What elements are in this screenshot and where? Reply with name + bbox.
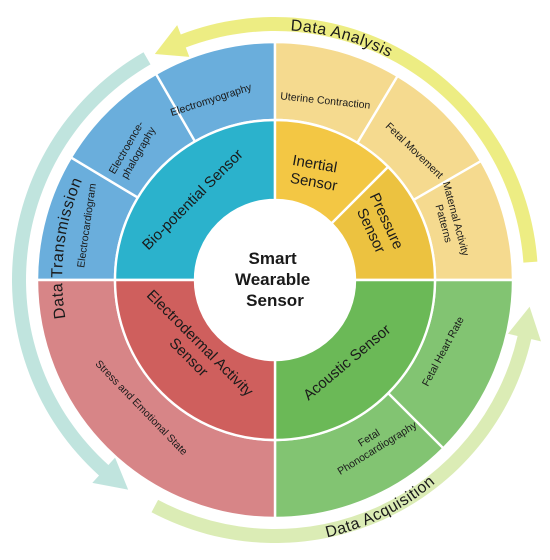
data-transmission-arrow xyxy=(12,52,151,490)
process-arrows xyxy=(12,17,541,544)
sensors-ring xyxy=(113,118,437,442)
applications-ring xyxy=(35,40,515,520)
data-acquisition-arrow xyxy=(151,306,541,544)
center-title: Smart Wearable Sensor xyxy=(235,249,315,310)
center-circle xyxy=(195,200,355,360)
data-analysis-arrow xyxy=(154,17,538,263)
